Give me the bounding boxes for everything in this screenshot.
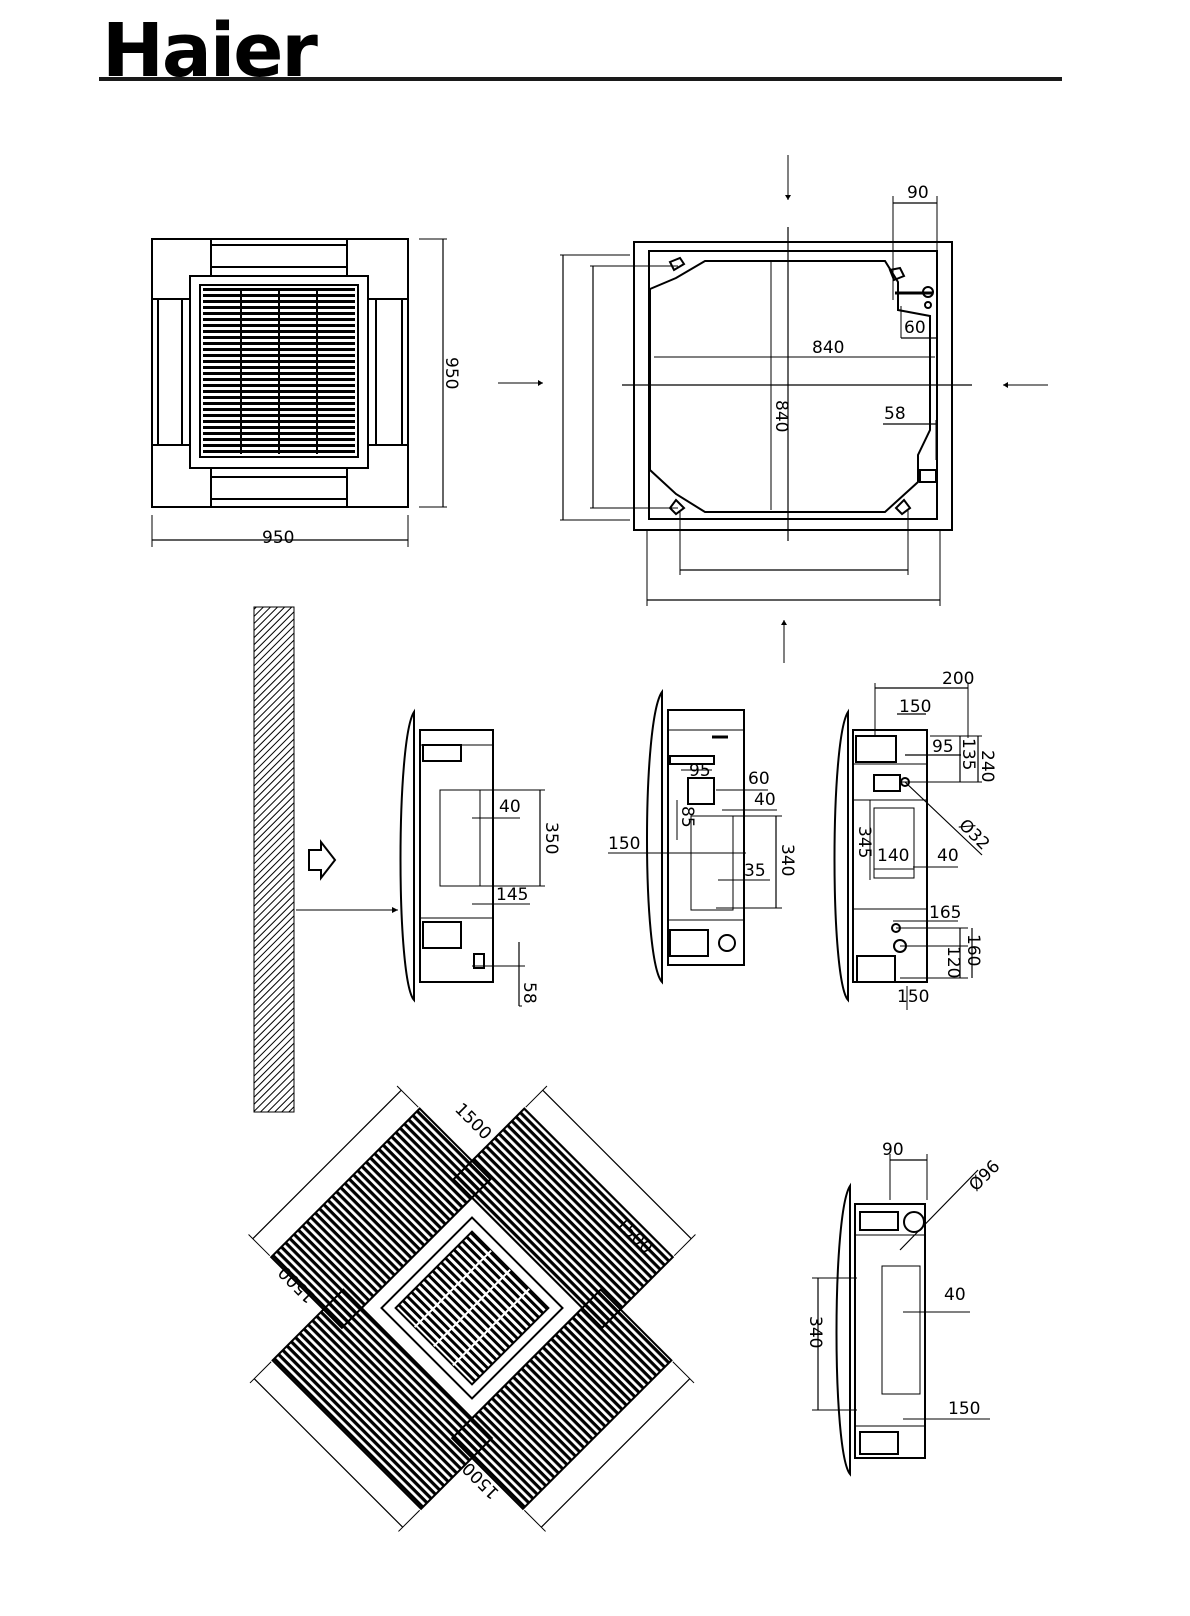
side-view-a [401,712,546,1006]
side-c-dim-160: 160 [963,934,983,966]
front-view-width-label: 950 [262,528,294,548]
top-view-dim-60: 60 [904,318,926,338]
side-c-dim-200: 200 [942,669,974,689]
side-a-dim-350: 350 [541,822,561,854]
side-a-dim-58: 58 [519,982,539,1004]
side-c-dim-345: 345 [854,826,874,858]
side-c-dim-phi32: Ø32 [954,815,993,854]
side-d-dim-150: 150 [948,1399,980,1419]
side-d-dim-40: 40 [944,1285,966,1305]
top-view-dim-58: 58 [884,404,906,424]
top-view-dim-90: 90 [907,183,929,203]
side-d-dim-340: 340 [805,1316,825,1348]
side-b-dim-340: 340 [777,844,797,876]
side-c-dim-165: 165 [929,903,961,923]
side-c-dim-150-top: 150 [899,697,931,717]
side-b-dim-60: 60 [748,769,770,789]
wall-section [254,607,398,1112]
side-view-d [812,1154,990,1474]
side-b-dim-95: 95 [689,761,711,781]
side-d-dim-90: 90 [882,1140,904,1160]
side-c-dim-120: 120 [943,946,963,978]
side-c-dim-40: 40 [937,846,959,866]
haier-logo: Haier [102,8,318,94]
top-view-dim-840-width: 840 [812,338,844,358]
front-view [152,239,447,547]
side-c-dim-140: 140 [877,846,909,866]
side-a-dim-145: 145 [496,885,528,905]
side-d-dim-phi96: Ø96 [965,1157,1004,1196]
side-b-dim-85: 85 [677,806,697,828]
top-view-dim-840-depth: 840 [771,400,791,432]
side-c-dim-135: 135 [958,738,978,770]
airflow-dim-1500-top: 1500 [450,1099,495,1144]
side-c-dim-150-bottom: 150 [897,987,929,1007]
side-b-dim-150: 150 [608,834,640,854]
side-c-dim-240: 240 [977,750,997,782]
side-b-dim-35: 35 [744,861,766,881]
side-a-dim-40: 40 [499,797,521,817]
front-view-height-label: 950 [441,357,461,389]
side-c-dim-95: 95 [932,737,954,757]
side-b-dim-40: 40 [754,790,776,810]
